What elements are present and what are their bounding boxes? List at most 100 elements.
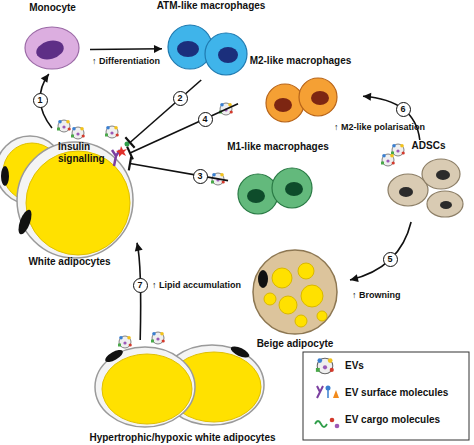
arrow-head — [154, 45, 162, 53]
adipocyte-cell — [0, 136, 64, 204]
connector-line — [363, 96, 420, 140]
extracellular-vesicle — [381, 154, 395, 166]
connector-line — [130, 164, 228, 181]
extracellular-vesicle — [71, 127, 85, 139]
edge-label: ↑ Lipid accumulation — [152, 280, 241, 291]
node-label: Insulin signalling — [58, 141, 112, 165]
stem-cell — [427, 191, 463, 217]
nucleus — [440, 201, 452, 209]
insulin — [125, 142, 130, 147]
legend-surface-icon — [327, 390, 329, 398]
nucleus — [311, 91, 329, 105]
lipid-droplet — [3, 143, 61, 201]
macrophage-cell — [272, 168, 312, 208]
node-label: ADSCs — [412, 140, 446, 152]
callout-number: 7 — [133, 278, 148, 293]
signal-star — [116, 146, 127, 157]
cell-node: ADSCs — [385, 140, 472, 222]
macrophage-cell — [168, 25, 212, 69]
arrow-head — [363, 93, 371, 101]
node-label: M2-like macrophages — [250, 55, 352, 67]
cell-node: Insulin signalling — [58, 138, 130, 168]
legend-box — [303, 352, 469, 440]
monocyte-cell — [25, 27, 79, 69]
nucleus — [274, 98, 292, 112]
nucleus — [218, 47, 238, 63]
legend-text: EV cargo molecules — [345, 414, 440, 426]
cell-node: M2-like macrophages — [238, 55, 363, 130]
macrophage-cell — [205, 33, 247, 75]
connector — [129, 157, 228, 181]
inhibition-bar — [127, 147, 133, 160]
legend-surface-icon — [326, 386, 331, 391]
nucleus — [247, 189, 265, 203]
extracellular-vesicle — [211, 173, 225, 185]
node-label: Beige adipocyte — [257, 338, 334, 350]
extracellular-vesicle — [219, 103, 233, 115]
nucleus — [436, 170, 450, 180]
callout-number: 1 — [33, 93, 48, 108]
insulin-receptor — [112, 150, 120, 166]
connector-line — [350, 222, 411, 280]
nucleus — [1, 166, 9, 186]
nucleus — [229, 344, 251, 360]
arrow-head — [350, 274, 359, 282]
legend-text: EV surface molecules — [345, 387, 448, 399]
node-label: ATM-like macrophages — [157, 0, 266, 12]
cell-node: Beige adipocyte — [240, 250, 350, 350]
macrophage-cell — [299, 78, 337, 116]
macrophage-cell — [238, 174, 278, 214]
adipocyte-cell — [95, 347, 195, 427]
callout-number: 2 — [173, 91, 188, 106]
nucleus — [177, 41, 199, 57]
connector — [363, 93, 420, 140]
nucleus — [16, 208, 34, 236]
legend-ev-icon — [316, 358, 334, 374]
node-label: White adipocytes — [28, 256, 110, 268]
cell-node: ATM-like macrophages — [162, 0, 260, 80]
legend-cargo-icon — [315, 421, 327, 427]
lipid-droplet — [317, 311, 327, 321]
callout-number: 3 — [193, 169, 208, 184]
nucleus — [34, 38, 66, 63]
cell-node: White adipocytes Insulin signalling — [2, 128, 137, 268]
lipid-droplet — [301, 285, 323, 307]
stem-cell — [422, 159, 460, 189]
cell-node: Hypertrophic/hypoxic white adipocytes — [65, 340, 300, 444]
lipid-droplet — [298, 263, 314, 279]
stem-cell — [388, 174, 428, 206]
connector-line — [130, 104, 238, 153]
callout-number: 4 — [198, 112, 213, 127]
extracellular-vesicle — [118, 336, 132, 348]
edge-label: ↑ M2-like polarisation — [334, 122, 425, 133]
legend-cargo-icon — [335, 424, 340, 429]
lipid-droplet — [26, 151, 130, 255]
legend-surface-icon — [317, 386, 323, 398]
nucleus — [103, 348, 124, 365]
edge-label: ↑ Browning — [352, 290, 401, 301]
lipid-droplet — [295, 315, 307, 327]
edge-label: ↑ Differentiation — [92, 56, 160, 67]
connector — [127, 104, 238, 160]
callout-number: 5 — [383, 252, 398, 267]
arrow-head — [41, 74, 49, 83]
connector — [350, 222, 411, 282]
extracellular-vesicle — [151, 332, 165, 344]
arrow-head — [135, 243, 143, 252]
adipocyte-cell — [160, 345, 264, 425]
connector-line — [90, 48, 162, 50]
inhibition-bar — [125, 137, 134, 148]
extracellular-vesicle — [105, 126, 119, 138]
legend-surface-icon — [333, 390, 339, 398]
node-label: Hypertrophic/hypoxic white adipocytes — [89, 432, 275, 444]
nucleus — [399, 187, 413, 197]
legend-text: EVs — [345, 360, 364, 372]
lipid-droplet — [272, 268, 292, 288]
beige-cell — [253, 250, 337, 334]
connector — [125, 80, 201, 148]
adipocyte-cell — [17, 142, 133, 258]
nucleus — [258, 270, 268, 288]
lipid-droplet — [102, 354, 192, 424]
